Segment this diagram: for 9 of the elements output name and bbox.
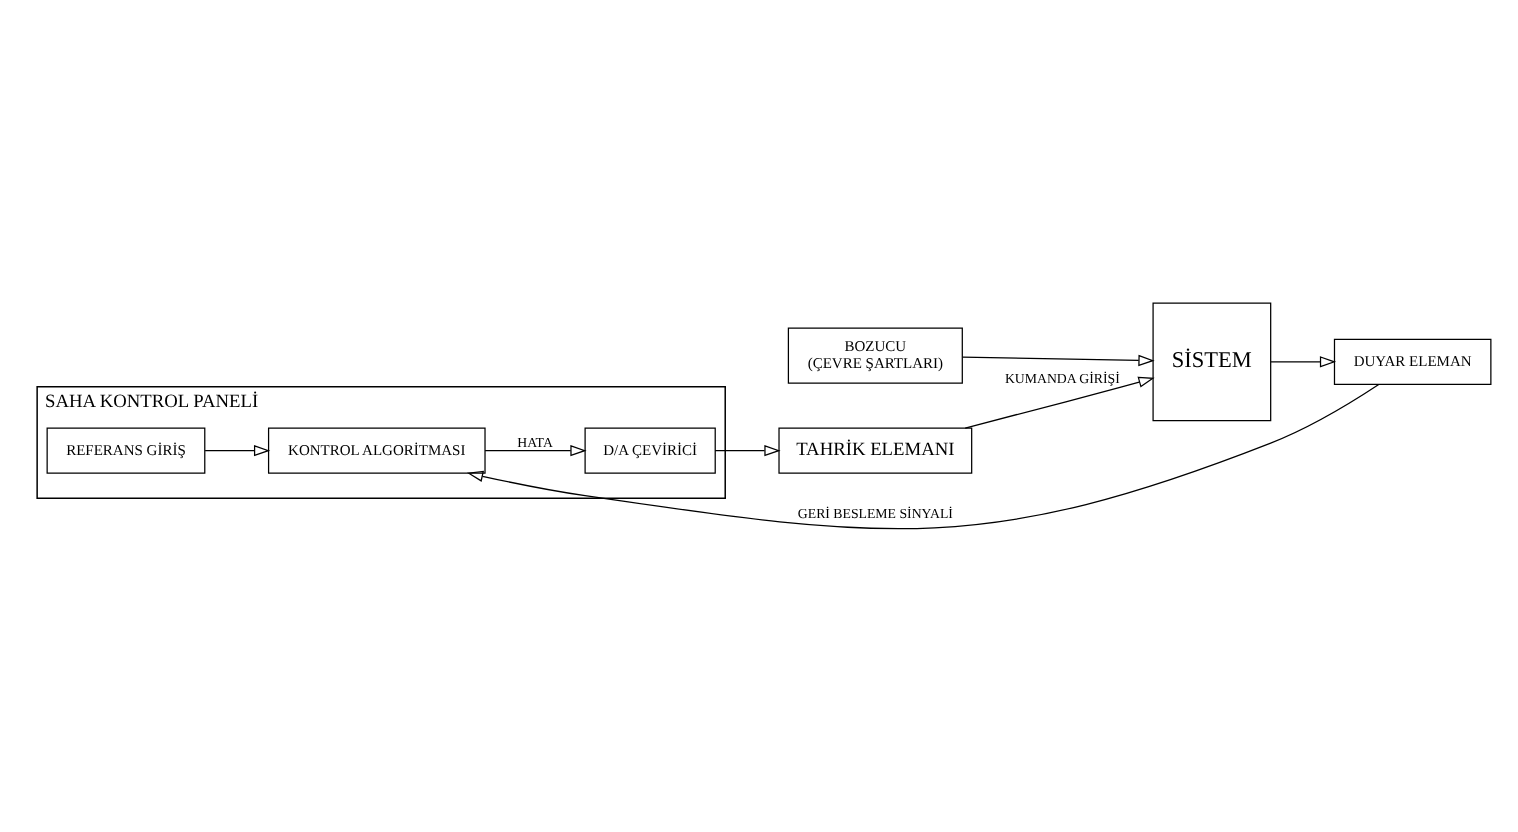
arrow bbox=[466, 383, 1380, 530]
node-box: TAHRİK ELEMANI bbox=[778, 427, 973, 474]
arrow bbox=[484, 444, 587, 457]
node-box: SİSTEM bbox=[1152, 302, 1272, 422]
arrow bbox=[962, 354, 1155, 367]
arrow bbox=[204, 444, 271, 457]
arrow bbox=[714, 444, 781, 457]
arrow bbox=[1270, 356, 1337, 368]
arrow bbox=[964, 376, 1155, 429]
